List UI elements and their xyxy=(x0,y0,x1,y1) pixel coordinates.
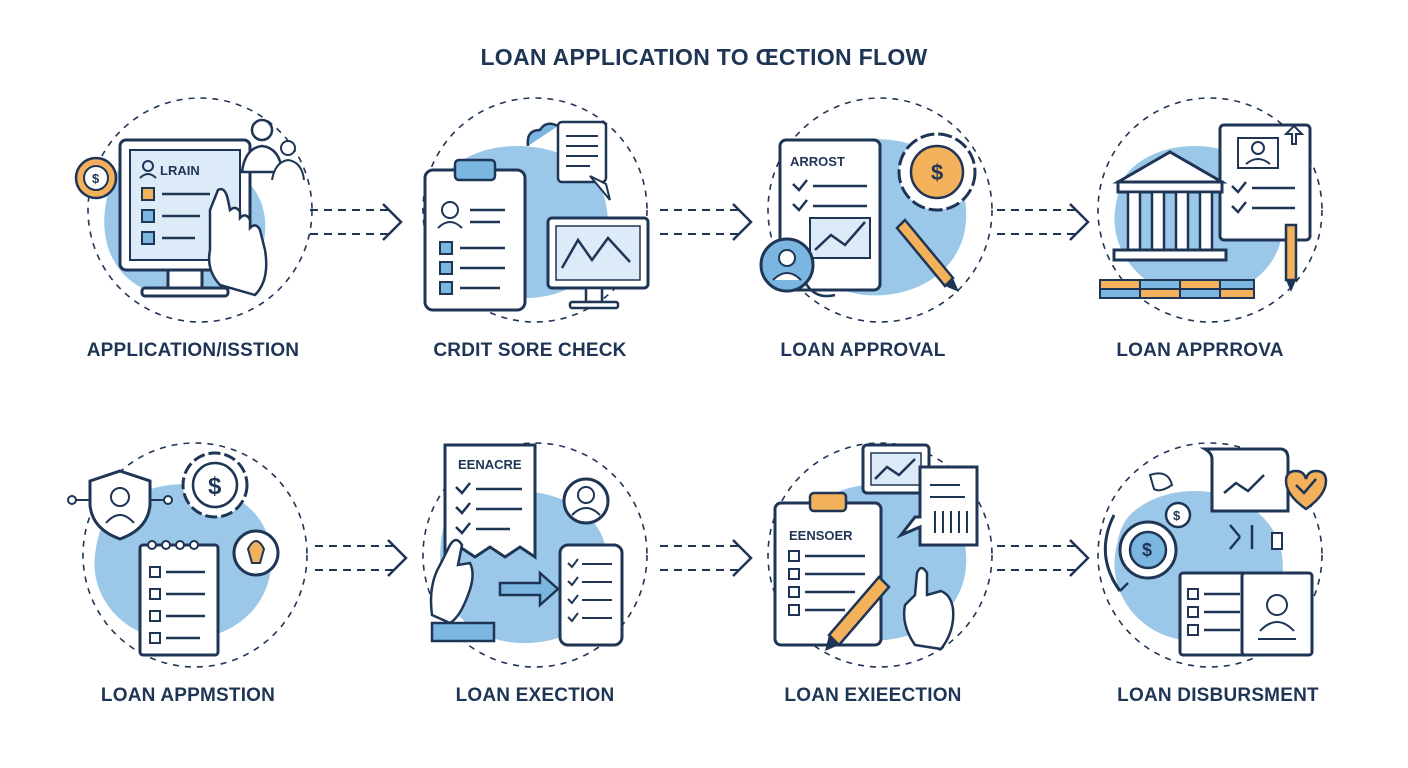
dashed-arrow-icon xyxy=(315,539,408,577)
step-label-loan-exection: LOAN EXECTION xyxy=(455,685,615,706)
step-label-loan-disbursment: LOAN DISBURSMENT xyxy=(1117,685,1319,706)
step-loan-appmstion: $ xyxy=(60,442,320,705)
flow-arrow-6 xyxy=(992,534,1092,584)
dashed-arrow-icon xyxy=(660,203,753,241)
svg-text:$: $ xyxy=(1142,540,1152,560)
svg-text:$: $ xyxy=(931,160,943,185)
svg-text:$: $ xyxy=(92,171,100,186)
doc-text: EENSOER xyxy=(789,528,853,543)
step-label-credit-check: CRDIT SORE CHECK xyxy=(433,340,627,361)
flow-arrow-1 xyxy=(305,198,405,248)
dashed-arrow-icon xyxy=(997,539,1090,577)
step-loan-exection: EENACRE xyxy=(410,442,670,705)
step-label-loan-approval: LOAN APPROVAL xyxy=(780,340,946,361)
disbursement-coin-icon: $ $ xyxy=(1097,442,1328,668)
doc-text: EENACRE xyxy=(458,457,522,472)
dashed-arrow-icon xyxy=(997,203,1090,241)
doc-text: LRAIN xyxy=(160,163,200,178)
approval-document-icon: ARROST $ xyxy=(759,97,993,323)
step-label-loan-appmstion: LOAN APPMSTION xyxy=(100,685,276,706)
doc-text: ARROST xyxy=(790,154,845,169)
flow-arrow-2 xyxy=(655,198,755,248)
dashed-arrow-icon xyxy=(660,539,753,577)
clipboard-credit-icon xyxy=(422,97,650,323)
step-loan-approva xyxy=(1090,97,1350,360)
step-application: LRAIN $ xyxy=(60,97,320,360)
hand-document-icon: EENACRE xyxy=(422,442,648,668)
svg-text:$: $ xyxy=(1173,508,1181,523)
step-label-application: APPLICATION/ISSTION xyxy=(86,340,300,361)
flow-arrow-5 xyxy=(655,534,755,584)
step-loan-approval: ARROST $ xyxy=(755,97,1015,360)
shield-checklist-icon: $ xyxy=(67,442,308,668)
dashed-arrow-icon xyxy=(310,203,403,241)
step-label-loan-exieection: LOAN EXIEECTION xyxy=(784,685,962,706)
flow-arrow-4 xyxy=(310,534,410,584)
step-loan-exieection: EENSOER xyxy=(755,442,1015,705)
page-title: LOAN APPLICATION TO ŒCTION FLOW xyxy=(480,44,928,70)
step-loan-disbursment: $ $ xyxy=(1090,442,1350,705)
bank-building-icon xyxy=(1097,97,1323,323)
svg-text:$: $ xyxy=(208,473,222,500)
monitor-application-icon: LRAIN $ xyxy=(74,97,313,323)
clipboard-pencil-icon: EENSOER xyxy=(767,442,993,668)
step-label-loan-approva: LOAN APPRROVA xyxy=(1116,340,1284,361)
flow-arrow-3 xyxy=(992,198,1092,248)
step-credit-check xyxy=(410,97,670,360)
